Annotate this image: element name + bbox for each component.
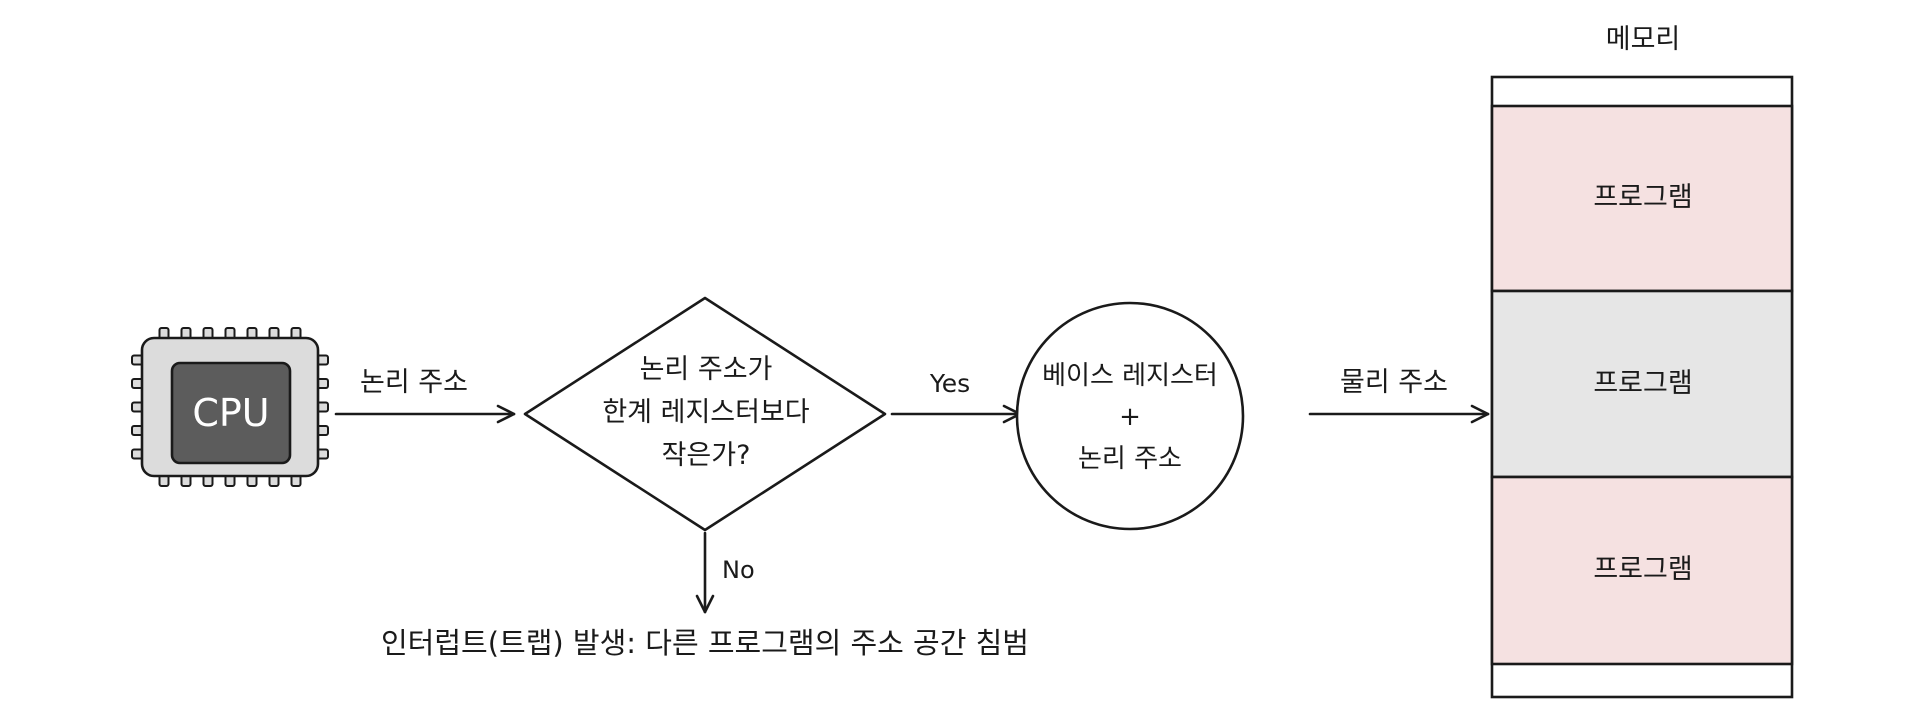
memory-block-3-label: 프로그램: [1593, 554, 1692, 585]
memory-block-3-fill: [1490, 475, 1794, 666]
edge-label-yes: Yes: [929, 369, 970, 398]
memory-block-2-fill: [1490, 289, 1794, 479]
decision-line-1: 논리 주소가: [640, 354, 773, 385]
memory-block-1: 프로그램: [1490, 104, 1794, 293]
memory-block-3: 프로그램: [1490, 475, 1794, 666]
edge-to-memory: 물리 주소: [1308, 367, 1490, 424]
cpu-chip-icon: CPU: [131, 327, 329, 487]
memory-title: 메모리: [1606, 24, 1681, 55]
edge-label-no: No: [722, 556, 755, 584]
adder-node: 베이스 레지스터 + 논리 주소: [1015, 301, 1245, 531]
decision-node: 논리 주소가 한계 레지스터보다 작은가?: [523, 296, 887, 532]
adder-line-1: 베이스 레지스터: [1042, 361, 1218, 391]
decision-line-2: 한계 레지스터보다: [602, 397, 809, 428]
edge-no: No: [695, 531, 755, 614]
edge-label-logical-address: 논리 주소: [360, 367, 468, 398]
adder-line-3: 논리 주소: [1078, 444, 1182, 474]
memory: 메모리 프로그램 프로그램 프로그램: [1490, 24, 1794, 699]
adder-circle-shape: [1015, 301, 1245, 531]
decision-diamond-shape: [523, 296, 887, 532]
edge-yes: Yes: [890, 369, 1022, 424]
memory-block-1-fill: [1490, 104, 1794, 293]
cpu-chip-core: [170, 361, 292, 465]
memory-block-2-label: 프로그램: [1593, 368, 1692, 399]
memory-block-2: 프로그램: [1490, 289, 1794, 479]
edge-label-physical-address: 물리 주소: [1340, 367, 1448, 398]
decision-line-3: 작은가?: [662, 440, 751, 471]
cpu-label: CPU: [192, 391, 269, 435]
trap-message: 인터럽트(트랩) 발생: 다른 프로그램의 주소 공간 침범: [381, 626, 1029, 660]
edge-cpu-to-decision: 논리 주소: [334, 367, 516, 424]
adder-line-2: +: [1119, 402, 1141, 432]
memory-block-1-label: 프로그램: [1593, 182, 1692, 213]
